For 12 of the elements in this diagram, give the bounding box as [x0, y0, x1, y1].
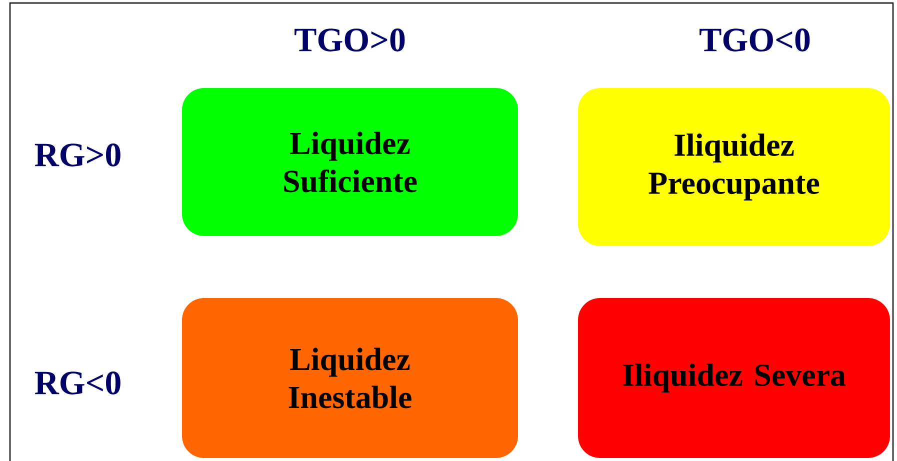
- axis-label: RG<0: [34, 372, 120, 394]
- axis-label: TGO>0: [294, 28, 405, 52]
- status-box: [578, 88, 890, 246]
- node-label: Liquidez Suficiente: [284, 132, 417, 192]
- axis-label: TGO<0: [700, 28, 810, 52]
- status-box: [182, 298, 518, 458]
- node-label: Iliquidez Preocupante: [648, 134, 820, 200]
- status-box: [182, 88, 518, 236]
- node-label: Iliquidez Severa: [623, 364, 846, 392]
- axis-label: RG>0: [34, 144, 120, 166]
- status-box: [578, 298, 890, 458]
- node-label: Liquidez Inestable: [288, 348, 412, 408]
